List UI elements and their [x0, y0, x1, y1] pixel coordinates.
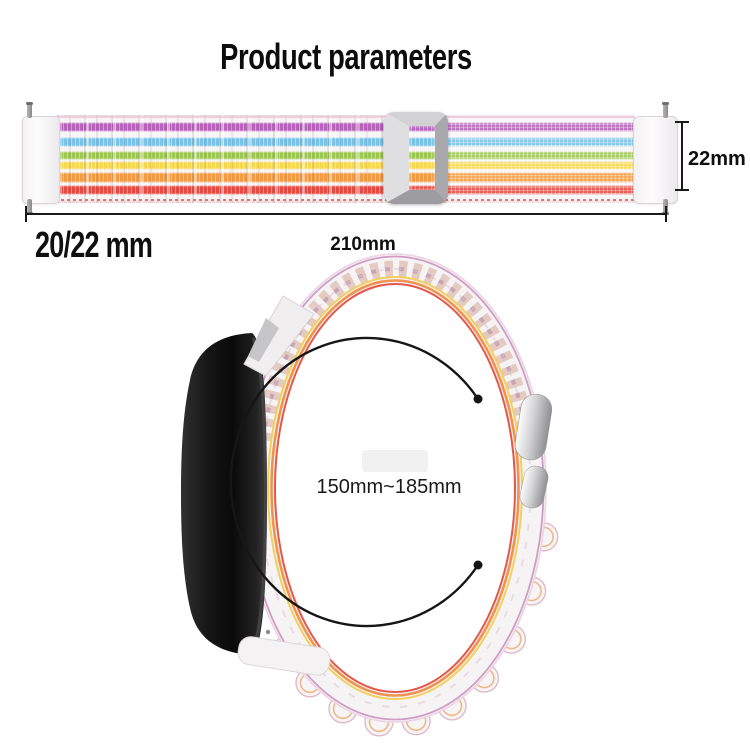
height-dimension-cap-bottom [675, 189, 689, 191]
height-dimension-line [681, 122, 683, 191]
lug-size-value: 20/22 mm [35, 224, 153, 265]
width-dimension-cap-right [665, 206, 667, 222]
strap-rib-texture [57, 115, 387, 203]
loop-buckle-metal [514, 393, 553, 509]
strap-top-stitch [55, 116, 635, 118]
right-lug-adapter [633, 116, 678, 204]
spring-bar-pin [26, 102, 33, 118]
height-dimension-cap-top [675, 121, 689, 123]
watermark-smudge [362, 450, 428, 472]
top-band-connector [243, 295, 315, 377]
annotation-end-dot [473, 560, 483, 570]
strap-bottom-stitch [55, 199, 635, 201]
strap-band [55, 115, 635, 203]
strap-width-value: 210mm [330, 234, 396, 255]
loop-length-value: 150mm~185mm [316, 476, 461, 498]
circumference-annotation [229, 336, 483, 628]
strap-height-value: 22mm [688, 148, 746, 170]
spring-bar-pin [662, 102, 669, 118]
strap-tail-texture [448, 115, 635, 203]
bottom-band-connector [237, 636, 331, 676]
left-lug-adapter [22, 116, 60, 204]
page-title: Product parameters [220, 36, 472, 77]
strap-weave-texture [55, 115, 635, 203]
annotation-end-dot [473, 394, 483, 404]
width-dimension-cap-left [25, 206, 27, 222]
width-dimension-line [25, 213, 667, 215]
watch-case-side [181, 333, 271, 655]
slider-buckle [384, 112, 448, 204]
